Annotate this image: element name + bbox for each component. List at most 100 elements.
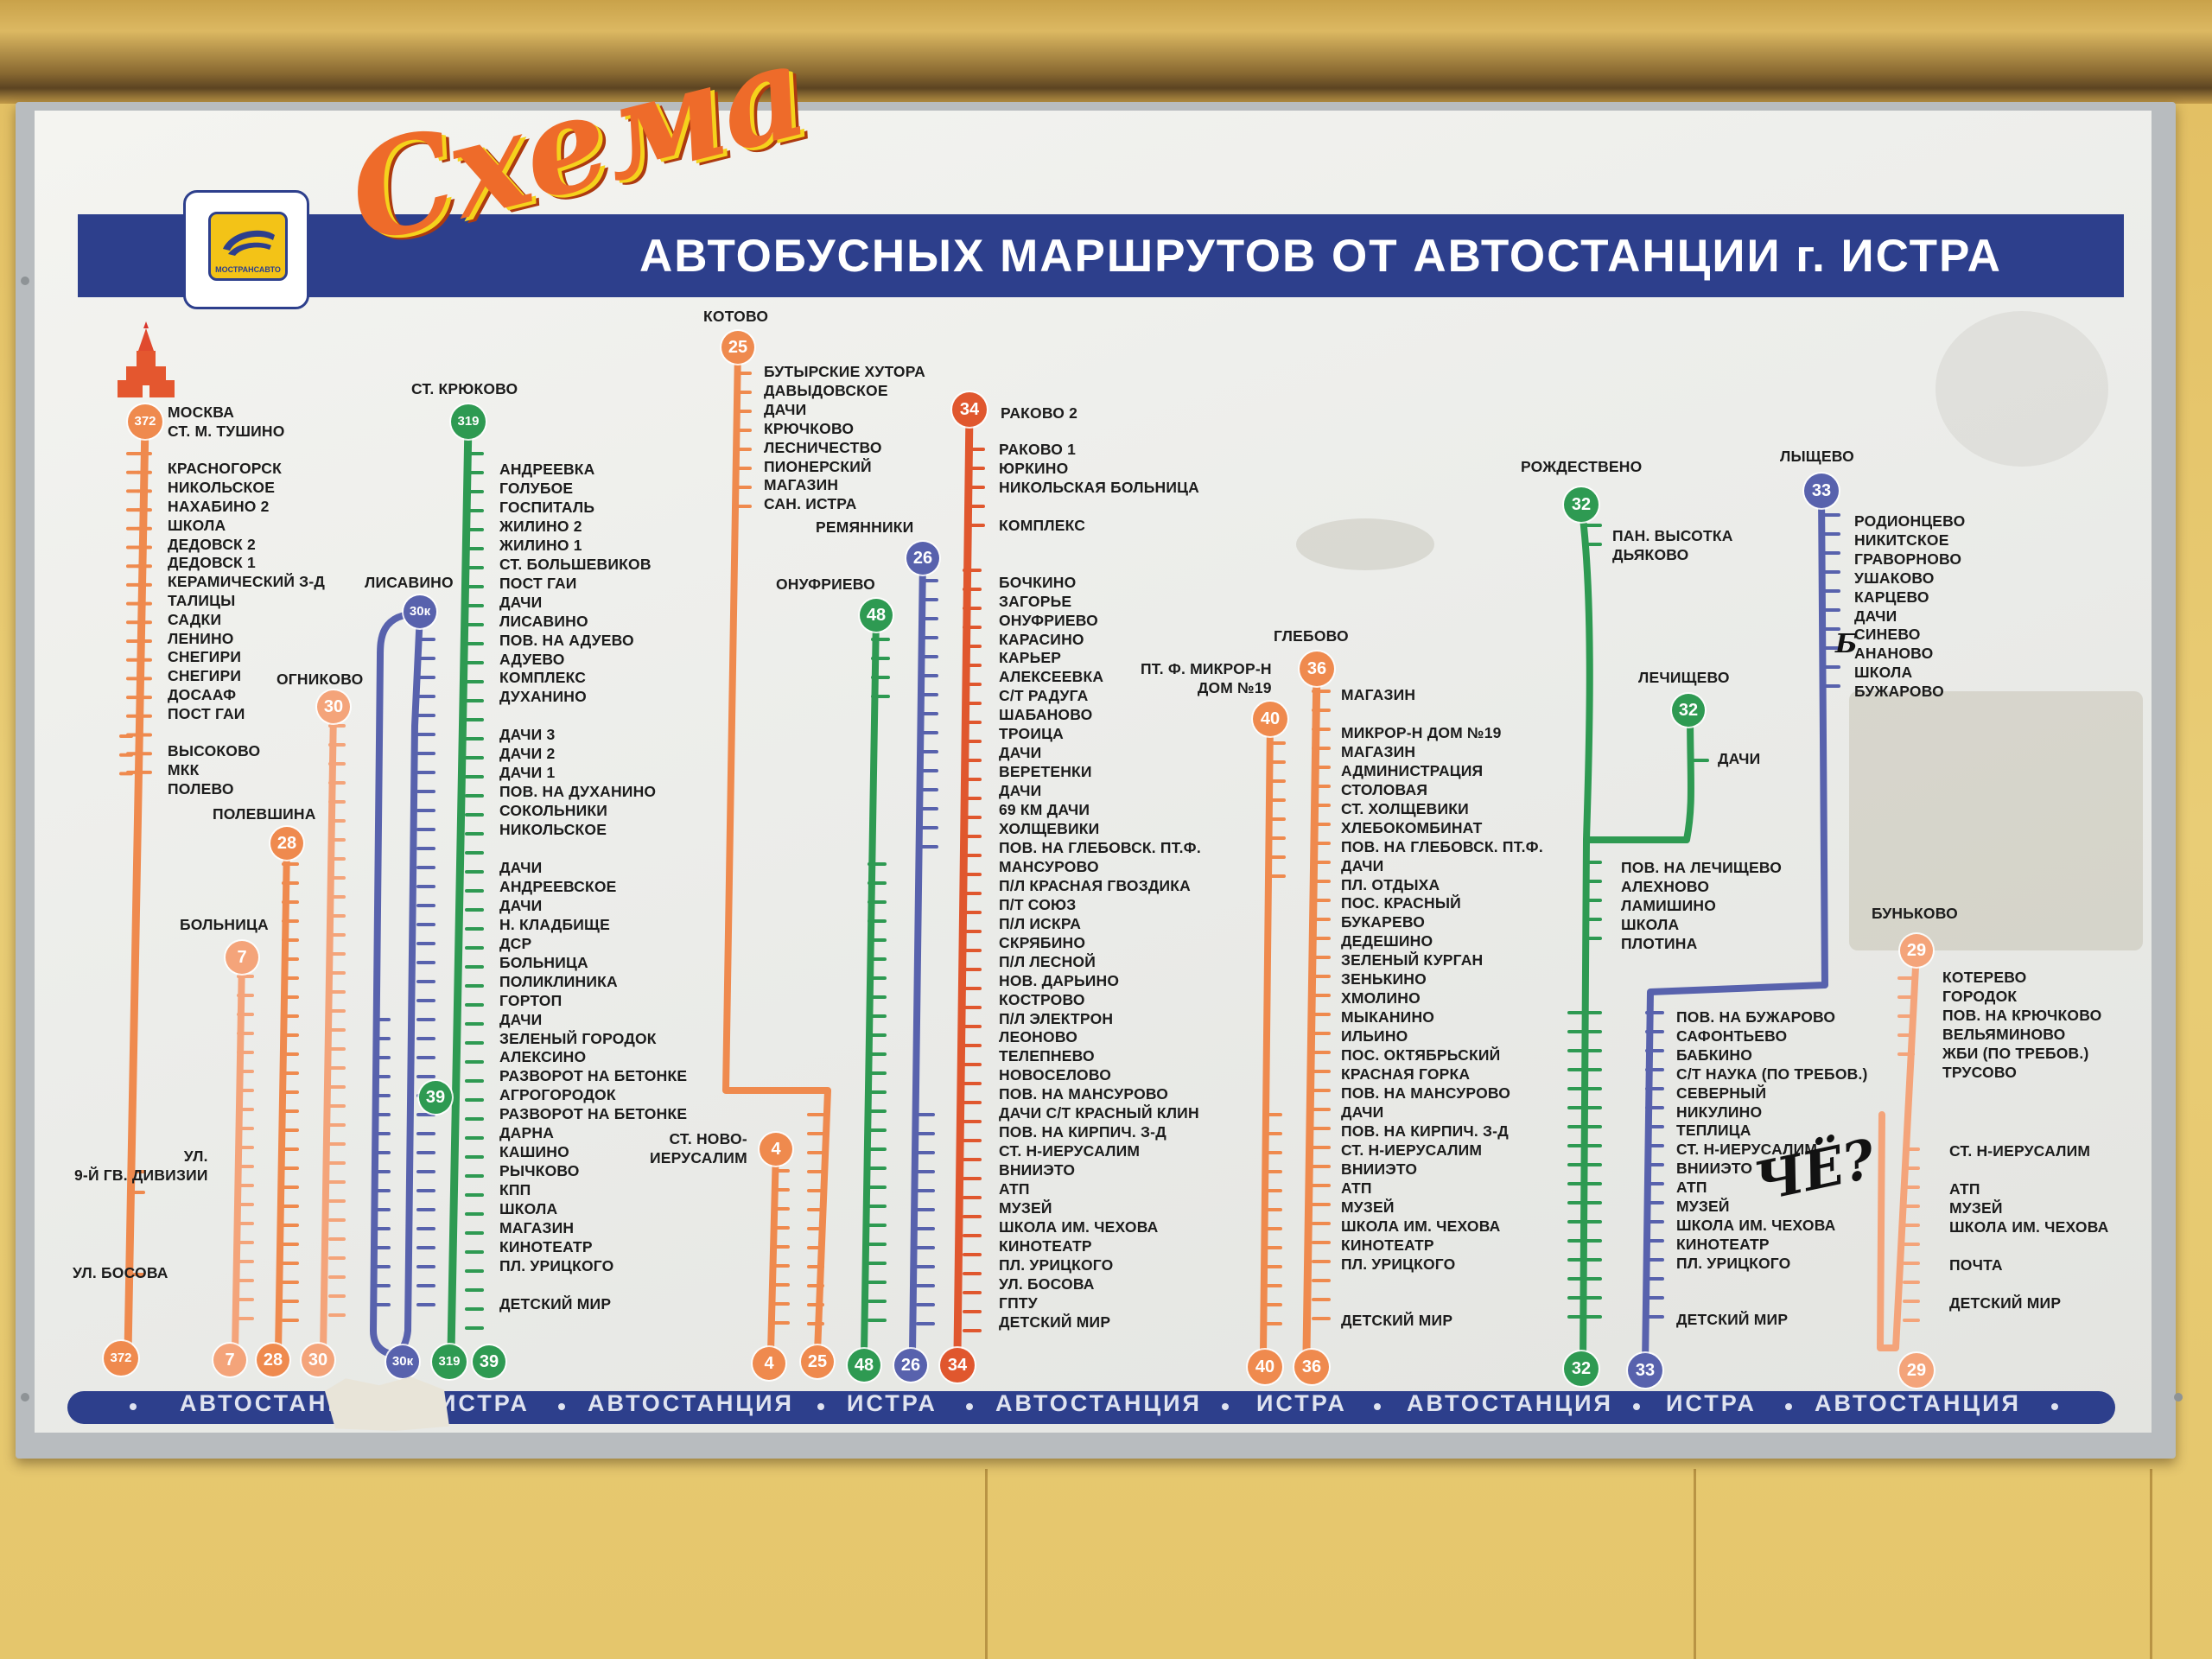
bottom-strip-text: АВТОСТАНЦИЯ	[1407, 1390, 1613, 1416]
bottom-strip-text: ИСТРА	[439, 1390, 530, 1416]
wall-panel-seam	[1694, 1469, 1696, 1659]
stop-label: ЮРКИНО	[999, 459, 1069, 477]
stop-label: ДЕТСКИЙ МИР	[1341, 1312, 1453, 1330]
route-30-line	[320, 705, 337, 1356]
title-band	[78, 214, 2124, 297]
stop-label: МУЗЕЙ	[1676, 1198, 1730, 1215]
stop-label: СТОЛОВАЯ	[1341, 780, 1428, 798]
stop-label: БУЖАРОВО	[1854, 683, 1944, 701]
pin	[21, 276, 29, 285]
route-badge: 34	[940, 1348, 975, 1382]
stop-label: ДЕТСКИЙ МИР	[999, 1313, 1111, 1331]
stop-label: ВЕЛЬЯМИНОВО	[1942, 1025, 2066, 1043]
stop-label: ПОС. ОКТЯБРЬСКИЙ	[1341, 1046, 1501, 1065]
strip-dot	[966, 1403, 973, 1410]
stop-label: ТРУСОВО	[1942, 1063, 2018, 1081]
stop-label: АНДРЕЕВКА	[499, 461, 595, 478]
stop-label: КАРЬЕР	[999, 649, 1062, 667]
route-head: РАКОВО 2	[1001, 404, 1078, 422]
torn-sticker-mark	[1849, 691, 2143, 950]
stop-label: ДЕДЕШИНО	[1341, 932, 1433, 950]
stop-label: ДАЧИ	[1854, 607, 1897, 625]
route-badge: 33	[1628, 1353, 1662, 1388]
stop-label: ЛИСАВИНО	[499, 612, 588, 630]
stop-label: МЫКАНИНО	[1341, 1008, 1435, 1027]
stop-label: ПЛ. УРИЦКОГО	[499, 1256, 614, 1274]
stop-label: Н. КЛАДБИЩЕ	[499, 915, 610, 933]
stop-label: МОСКВА	[168, 404, 235, 421]
route-badge: 30к	[404, 595, 436, 628]
stop-label: ТЕПЛИЦА	[1676, 1122, 1751, 1140]
strip-dot	[1633, 1403, 1640, 1410]
stop-label: МУЗЕЙ	[999, 1199, 1052, 1217]
stop-label: П/Т СОЮЗ	[999, 895, 1077, 913]
bottom-strip-text: АВТОСТАНЦИЯ	[1815, 1390, 2021, 1416]
stop-label: НИКОЛЬСКОЕ	[499, 821, 607, 839]
stop-label: АЛЕКСЕЕВКА	[999, 668, 1104, 686]
route-head: ЛИСАВИНО	[365, 574, 454, 591]
pin	[21, 1393, 29, 1402]
route-head: КОТОВО	[703, 308, 769, 325]
stop-label: ПИОНЕРСКИЙ	[764, 457, 872, 475]
route-badge: 40	[1248, 1350, 1282, 1384]
stop-label: ТРОИЦА	[999, 725, 1064, 743]
stop-label: ДАЧИ	[499, 896, 543, 914]
stop-label: НИКУЛИНО	[1676, 1103, 1763, 1121]
stop-label: НАХАБИНО 2	[168, 498, 270, 515]
stop-label: БУТЫРСКИЕ ХУТОРА	[764, 363, 925, 380]
stop-label: РАЗВОРОТ НА БЕТОНКЕ	[499, 1067, 688, 1085]
stop-label: ШКОЛА ИМ. ЧЕХОВА	[1341, 1217, 1501, 1235]
stop-label: ШКОЛА ИМ. ЧЕХОВА	[1676, 1216, 1836, 1234]
route-badge: 372	[104, 1341, 138, 1376]
stop-label: ЛЕНИНО	[168, 629, 234, 647]
stop-label: ХОЛЩЕВИКИ	[999, 820, 1100, 837]
stop-label: НИКОЛЬСКОЕ	[168, 479, 276, 497]
stop-label: МАГАЗИН	[499, 1219, 575, 1236]
strip-dot	[558, 1403, 565, 1410]
route-head: ГЛЕБОВО	[1274, 627, 1349, 645]
route-head: БОЛЬНИЦА	[180, 916, 269, 933]
stop-label: ШКОЛА	[1854, 664, 1913, 682]
stop-label: КАРЦЕВО	[1854, 588, 1929, 606]
stop-label: СИНЕВО	[1854, 626, 1921, 644]
stop-label: ШКОЛА	[499, 1200, 558, 1218]
route-32-line	[1578, 501, 1694, 843]
stop-label: ЗЕЛЕНЫЙ ГОРОДОК	[499, 1029, 657, 1047]
stop-label: ДАЧИ 3	[499, 726, 556, 744]
stop-label: ЛЕСНИЧЕСТВО	[764, 438, 882, 456]
stop-label: КАШИНО	[499, 1143, 569, 1161]
stop-label: ШКОЛА ИМ. ЧЕХОВА	[999, 1217, 1159, 1236]
stop-label: ДАЧИ 1	[499, 764, 556, 782]
stop-label: КОТЕРЕВО	[1942, 969, 2027, 986]
stop-label: ИЛЬИНО	[1341, 1027, 1408, 1046]
stop-label: ВНИИЭТО	[999, 1161, 1076, 1179]
stop-label: ШАБАНОВО	[999, 706, 1093, 724]
route-badge: 372	[128, 404, 162, 439]
route-48-line	[861, 612, 880, 1356]
stop-label: ПОВ. НА БУЖАРОВО	[1676, 1008, 1836, 1026]
stop-label: МУЗЕЙ	[1949, 1199, 2003, 1217]
stop-label: АДУЕВО	[499, 650, 565, 668]
wooden-moulding	[0, 0, 2212, 104]
stop-label: ПОВ. НА ЛЕЧИЩЕВО	[1621, 859, 1783, 876]
stop-label: САДКИ	[168, 610, 222, 628]
stop-label: ПОСТ ГАИ	[499, 574, 577, 592]
stop-label: СОКОЛЬНИКИ	[499, 802, 608, 820]
stop-label: ГПТУ	[999, 1294, 1038, 1312]
stop-label: ДАЧИ 2	[499, 745, 556, 763]
route-25-line	[722, 346, 831, 1356]
stop-label: АЛЕХНОВО	[1621, 877, 1710, 895]
stop-label: ПОЛИКЛИНИКА	[499, 972, 618, 990]
route-head: ЛЫЩЕВО	[1780, 448, 1854, 465]
stop-label: КИНОТЕАТР	[1341, 1236, 1434, 1254]
stop-label: МКК	[168, 761, 200, 779]
stop-label: ГОРОДОК	[1942, 987, 2018, 1005]
route-badge: 30	[317, 690, 350, 723]
stop-label: ТАЛИЦЫ	[168, 592, 236, 609]
stop-label: ПЛ. УРИЦКОГО	[1676, 1254, 1791, 1272]
stop-label: ДУХАНИНО	[499, 688, 587, 706]
stop-label: БАБКИНО	[1676, 1046, 1753, 1064]
stop-label: ДЕТСКИЙ МИР	[499, 1294, 612, 1313]
route-badge: 36	[1300, 652, 1334, 686]
logo-swoosh-icon	[223, 230, 275, 256]
